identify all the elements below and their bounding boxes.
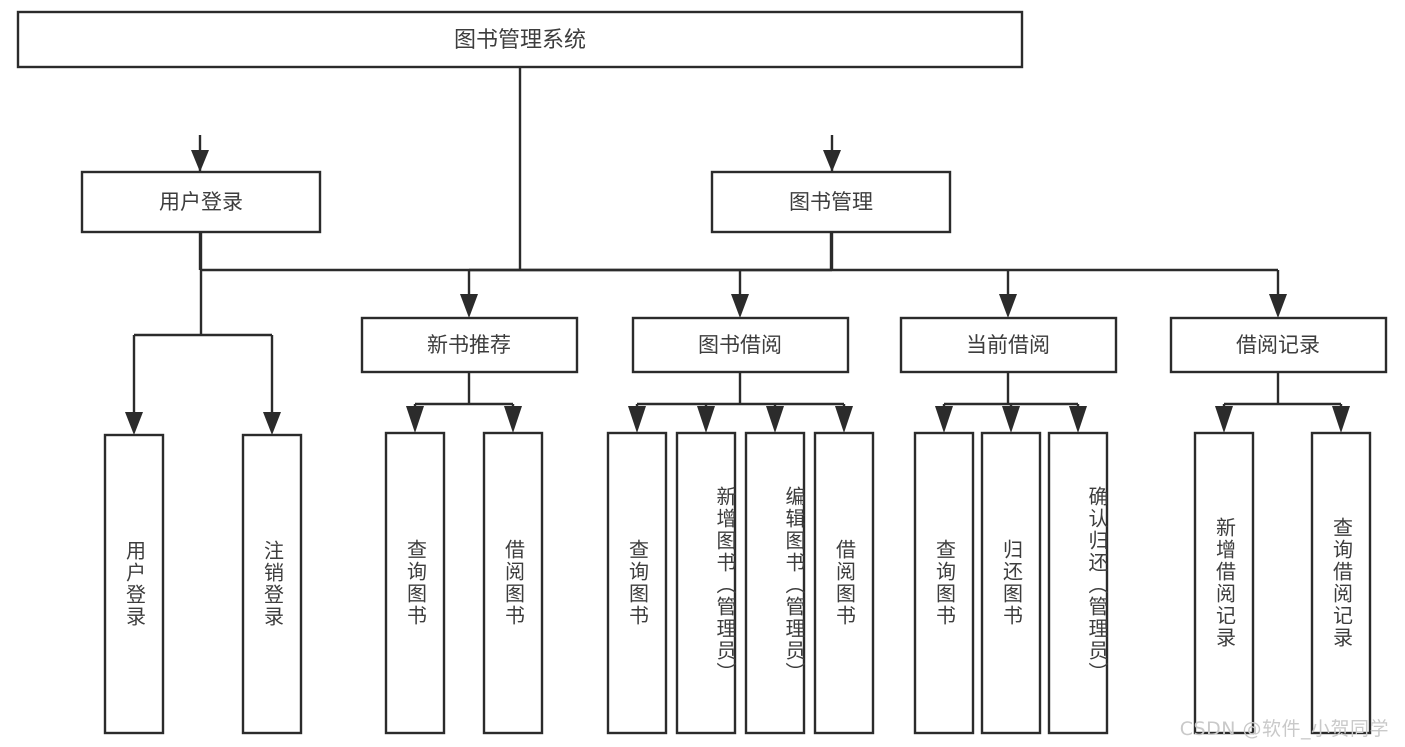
node-book-manage-label: 图书管理: [789, 190, 873, 214]
connector-borrow-record-to-leaves: [1215, 372, 1350, 433]
leaf-box-current-query-book[interactable]: [913, 431, 975, 735]
node-root[interactable]: 图书管理系统: [16, 10, 1024, 69]
node-user-login-label: 用户登录: [159, 190, 243, 214]
connector-user-login-to-leaves: [125, 232, 281, 435]
node-book-borrow-label: 图书借阅: [698, 333, 782, 357]
node-book-manage[interactable]: 图书管理: [710, 170, 952, 234]
leaf-box-current-return-book[interactable]: [980, 431, 1042, 735]
leaf-box-logout[interactable]: [241, 433, 303, 735]
connector-book-borrow-to-leaves: [628, 372, 853, 433]
leaf-box-record-query[interactable]: [1310, 431, 1372, 735]
leaf-box-recommend-query-book[interactable]: [384, 431, 446, 735]
leaf-box-borrow-edit-book[interactable]: [744, 431, 806, 735]
node-current-borrow[interactable]: 当前借阅: [899, 316, 1118, 374]
node-user-login[interactable]: 用户登录: [80, 170, 322, 234]
node-book-borrow[interactable]: 图书借阅: [631, 316, 850, 374]
leaf-box-user-login[interactable]: [103, 433, 165, 735]
leaf-box-borrow-borrow-book[interactable]: [813, 431, 875, 735]
leaf-box-record-add[interactable]: [1193, 431, 1255, 735]
leaf-box-borrow-query-book[interactable]: [606, 431, 668, 735]
arrowhead-book-manage: [823, 150, 841, 172]
node-borrow-record[interactable]: 借阅记录: [1169, 316, 1388, 374]
node-borrow-record-label: 借阅记录: [1236, 333, 1320, 357]
leaf-box-current-confirm-return[interactable]: [1047, 431, 1109, 735]
node-root-label: 图书管理系统: [454, 28, 586, 53]
leaf-box-recommend-borrow-book[interactable]: [482, 431, 544, 735]
connector-root-drops: [198, 135, 834, 158]
arrowhead-user-login: [191, 150, 209, 172]
leaf-box-borrow-add-book[interactable]: [675, 431, 737, 735]
watermark: CSDN @软件_小贺同学: [1179, 718, 1389, 740]
connector-current-borrow-to-leaves: [935, 372, 1087, 433]
node-new-book-recommend-label: 新书推荐: [427, 333, 511, 357]
connector-new-book-recommend-to-leaves: [406, 372, 522, 433]
node-new-book-recommend[interactable]: 新书推荐: [360, 316, 579, 374]
connector-book-manage-to-level3: [460, 232, 1287, 318]
node-current-borrow-label: 当前借阅: [966, 333, 1050, 357]
connector-root-to-level2: [198, 66, 834, 272]
